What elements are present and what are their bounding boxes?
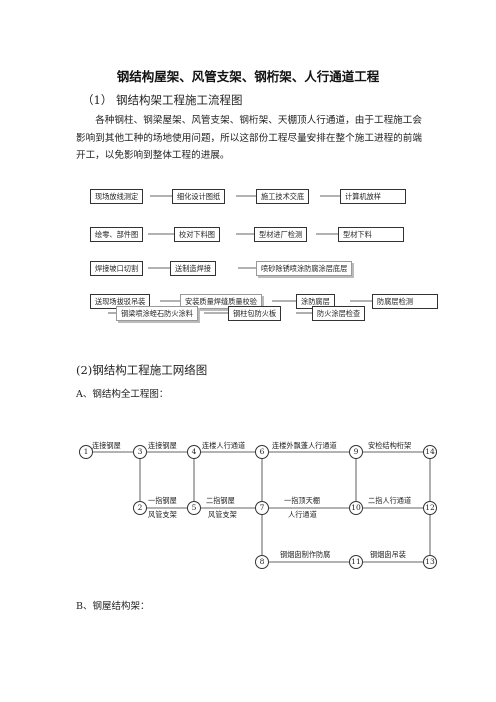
flow-box: 焊接坡口切割 — [90, 261, 144, 276]
intro-paragraph: 各种钢柱、钢梁屋架、风管支架、钢桁架、天棚顶人行通道，由于工程施工会影响到其他工… — [76, 115, 422, 161]
section-1-heading: （1） 钢结构架工程施工流程图 — [82, 93, 243, 107]
network-node: 12 — [423, 501, 437, 515]
flow-box: 施工技术交底 — [256, 189, 310, 204]
flow-box: 现场放线测定 — [90, 189, 144, 204]
network-node: 11 — [349, 555, 363, 569]
edge-label: 一指顶天棚 — [284, 496, 320, 505]
network-node: 1 — [79, 445, 93, 459]
edge-label: 钢烟囱吊装 — [370, 550, 406, 559]
network-node: 3 — [133, 445, 147, 459]
subsection-b: B、钢屋结构架： — [76, 601, 150, 612]
flow-box: 绘零、部件图 — [90, 227, 144, 242]
flow-box: 送制造焊接 — [170, 261, 216, 276]
network-node: 9 — [349, 445, 363, 459]
flow-box: 钢梁喷涂蛭石防火涂料 — [116, 306, 198, 321]
network-node: 6 — [255, 445, 269, 459]
flow-box: 喷砂除锈喷涂防腐涂层底层 — [256, 261, 353, 276]
flow-box: 型材进厂检测 — [254, 227, 308, 242]
flow-box: 型材下料 — [338, 227, 404, 242]
flow-box: 细化设计图纸 — [172, 189, 226, 204]
flow-box: 防腐层检测 — [372, 294, 438, 309]
edge-label: 风管支架 — [148, 510, 177, 519]
subsection-a: A、钢结构全工程图： — [76, 389, 169, 400]
network-node: 8 — [255, 555, 269, 569]
edge-label: 二指人行通道 — [368, 496, 412, 505]
edge-label: 一指钢屋 — [148, 496, 177, 505]
edge-label: 连接钢屋 — [148, 441, 177, 450]
document-title: 钢结构屋架、风管支架、钢桁架、人行通道工程 — [116, 69, 380, 84]
flow-box: 校对下料图 — [174, 227, 220, 242]
flow-box: 计算机放样 — [340, 189, 406, 204]
network-node: 13 — [423, 555, 437, 569]
network-node: 10 — [349, 501, 363, 515]
edge-label: 连楼外飘蓬人行通道 — [272, 441, 337, 450]
section-2-heading: (2)钢结构工程施工网络图 — [76, 363, 208, 377]
flow-box: 钢柱包防火板 — [228, 306, 282, 321]
network-node: 5 — [187, 501, 201, 515]
edge-label: 连楼人行通道 — [202, 441, 246, 450]
network-node: 14 — [423, 445, 437, 459]
edge-label: 人行通道 — [288, 510, 317, 519]
edge-label: 钢烟囱制作防腐 — [280, 550, 331, 559]
edge-label: 连接钢屋 — [92, 441, 121, 450]
network-node: 4 — [187, 445, 201, 459]
edge-label: 安检结构桁架 — [368, 441, 412, 450]
flow-box: 防火涂层检查 — [312, 306, 366, 321]
edge-label: 风管支架 — [208, 510, 237, 519]
network-node: 7 — [255, 501, 269, 515]
network-node: 2 — [133, 501, 147, 515]
edge-label: 二指钢屋 — [206, 496, 235, 505]
flow-box: 安装质量焊缝质量校验 — [180, 294, 262, 309]
